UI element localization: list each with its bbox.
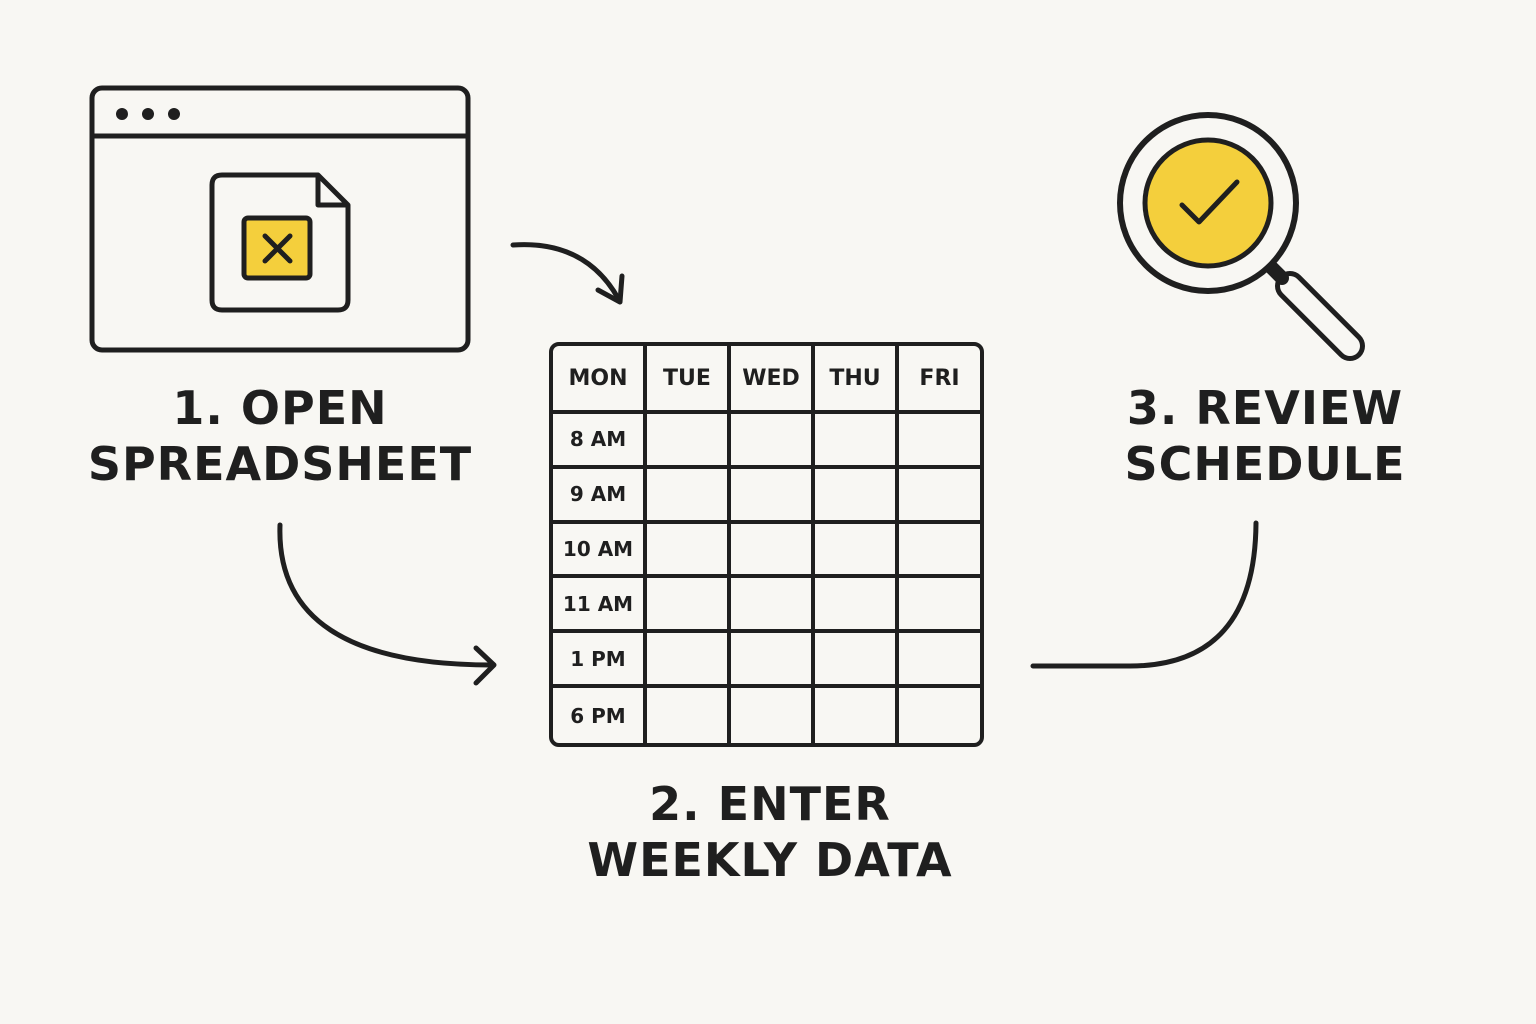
step-2-title-line2: WEEKLY DATA — [587, 833, 953, 887]
day-header: WED — [731, 346, 815, 414]
day-header: FRI — [899, 346, 980, 414]
day-header: MON — [553, 346, 647, 414]
schedule-cell — [647, 578, 731, 634]
check-icon — [1179, 179, 1240, 225]
arrow-step1-to-step2 — [277, 522, 497, 686]
step-3-label: 3. REVIEW SCHEDULE — [1040, 380, 1490, 492]
schedule-cell — [899, 633, 980, 689]
schedule-cell — [647, 468, 731, 524]
arrow-top-curve — [510, 242, 625, 305]
day-header: TUE — [647, 346, 731, 414]
schedule-cell — [899, 414, 980, 469]
time-label: 9 AM — [553, 468, 647, 524]
schedule-cell — [731, 468, 815, 524]
time-label: 10 AM — [553, 523, 647, 579]
step-3-title-line2: SCHEDULE — [1124, 437, 1406, 491]
step-1-label: 1. OPEN SPREADSHEET — [60, 380, 500, 492]
day-header: THU — [815, 346, 899, 414]
schedule-cell — [647, 633, 731, 689]
step-3-title-line1: 3. REVIEW — [1126, 381, 1404, 435]
time-label: 1 PM — [553, 633, 647, 689]
schedule-cell — [731, 578, 815, 634]
schedule-cell — [647, 523, 731, 579]
schedule-cell — [647, 414, 731, 469]
schedule-cell — [731, 523, 815, 579]
schedule-cell — [815, 414, 899, 469]
schedule-cell — [731, 688, 815, 743]
schedule-cell — [899, 524, 980, 579]
time-label: 8 AM — [553, 414, 647, 469]
schedule-cell — [815, 468, 899, 524]
time-label: 6 PM — [553, 688, 647, 743]
spreadsheet-file-icon — [209, 172, 351, 313]
window-dot-icon — [116, 108, 128, 120]
step-2-label: 2. ENTER WEEKLY DATA — [540, 776, 1000, 888]
time-label: 11 AM — [553, 578, 647, 634]
schedule-cell — [899, 469, 980, 524]
spreadsheet-window-icon — [89, 85, 471, 353]
schedule-cell — [815, 523, 899, 579]
arrow-step2-to-step3 — [1030, 520, 1259, 669]
schedule-cell — [731, 414, 815, 469]
step-1-title-line2: SPREADSHEET — [87, 437, 473, 491]
schedule-cell — [815, 688, 899, 743]
schedule-cell — [815, 578, 899, 634]
schedule-cell — [815, 633, 899, 689]
window-dot-icon — [168, 108, 180, 120]
schedule-cell — [647, 688, 731, 743]
schedule-cell — [899, 688, 980, 743]
window-dot-icon — [142, 108, 154, 120]
step-2-title-line1: 2. ENTER — [649, 777, 891, 831]
schedule-cell — [731, 633, 815, 689]
magnifier-check-icon — [1117, 112, 1365, 361]
step-1-title-line1: 1. OPEN — [172, 381, 388, 435]
schedule-cell — [899, 578, 980, 634]
